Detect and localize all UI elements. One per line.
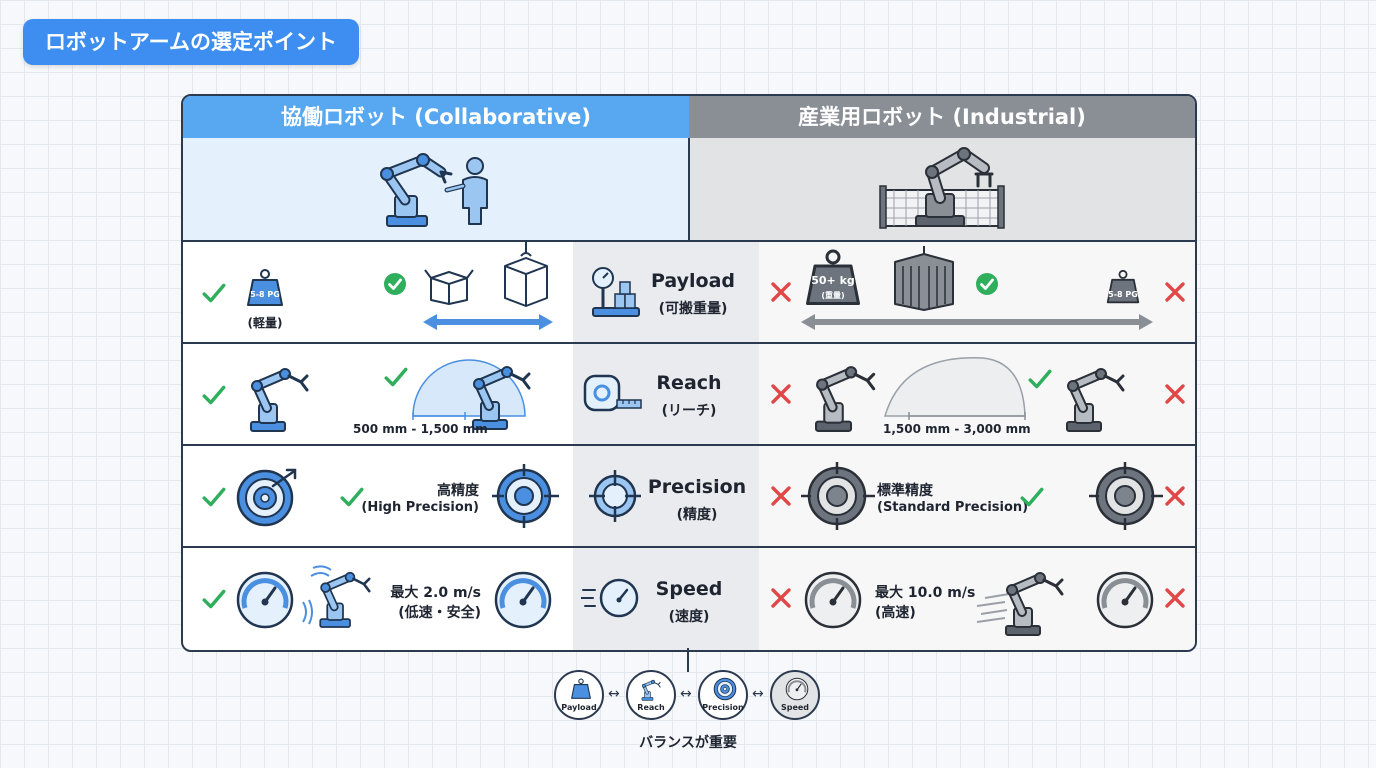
check-icon (201, 382, 227, 408)
cross-icon (769, 586, 793, 610)
target-icon (801, 462, 875, 530)
row-label-reach: Reach (656, 372, 722, 394)
target-icon (1089, 462, 1163, 530)
speedometer-icon (581, 578, 639, 618)
cross-icon (769, 280, 793, 304)
check-circle-icon (383, 272, 407, 296)
reach-arc (884, 357, 1026, 420)
column-header-industrial: 産業用ロボット (Industrial) (689, 96, 1195, 138)
footer-precision-circle: Precision (698, 670, 748, 720)
column-header-collaborative: 協働ロボット (Collaborative) (183, 96, 689, 138)
crosshair-icon (713, 677, 737, 701)
left-weight-caption: (軽量) (247, 316, 283, 330)
reach-range-left: 500 mm - 1,500 mm (353, 422, 488, 436)
cross-icon (769, 382, 793, 406)
cross-icon (1163, 280, 1187, 304)
robot-arm-icon (1059, 364, 1143, 434)
footer-label-speed: Speed (780, 703, 810, 712)
speed-right-text-sub: (高速) (875, 605, 916, 621)
row-label-payload: Payload (650, 270, 736, 292)
robot-arm-icon (915, 147, 994, 227)
right-small-weight-label: 5-8 PG (1108, 290, 1138, 299)
connector-line (687, 648, 689, 672)
tape-measure-icon (583, 374, 642, 412)
footer-arrow: ↔ (608, 686, 620, 702)
robot-arm-icon (380, 153, 453, 227)
robot-arm-icon (302, 565, 385, 636)
speedometer-icon (235, 570, 295, 630)
check-circle-icon (975, 272, 999, 296)
footer-payload-circle: Payload (554, 670, 604, 720)
cross-icon (1163, 382, 1187, 406)
payload-range-arrow (801, 314, 1153, 330)
footer-label-payload: Payload (561, 703, 597, 712)
precision-left-text: 高精度 (437, 483, 479, 499)
row-sublabel-reach: (リーチ) (661, 403, 717, 419)
reach-range-right: 1,500 mm - 3,000 mm (883, 422, 1031, 436)
row-precision: 高精度 (High Precision) Precision (精度) 標準精度… (183, 444, 1195, 548)
footer-arrow: ↔ (680, 686, 692, 702)
footer-label-precision: Precision (702, 703, 744, 712)
page-title: ロボットアームの選定ポイント (23, 19, 359, 65)
right-weight-label: 50+ kg (811, 274, 855, 287)
check-icon (201, 280, 227, 306)
speed-right-text: 最大 10.0 m/s (875, 585, 976, 601)
footer-label-reach: Reach (637, 703, 665, 712)
speedometer-icon (493, 570, 553, 630)
robot-arm-icon (640, 678, 666, 702)
footer-reach-circle: Reach (626, 670, 676, 720)
cross-icon (769, 484, 793, 508)
row-payload: 5-8 PG (軽量) Payload (可搬重量) 5 (183, 240, 1195, 344)
right-weight-sub: (重量) (821, 291, 845, 300)
scale-icon (592, 267, 640, 317)
dart-icon (271, 468, 297, 488)
footer-caption: バランスが重要 (639, 735, 737, 751)
crosshair-icon (492, 464, 559, 528)
container-icon (894, 246, 954, 311)
footer-speed-circle: Speed (770, 670, 820, 720)
check-icon (201, 586, 227, 612)
weight-icon (570, 678, 592, 700)
industrial-hero (690, 138, 1195, 240)
check-icon (201, 484, 227, 510)
precision-left-text-en: (High Precision) (361, 500, 479, 515)
row-sublabel-precision: (精度) (676, 507, 718, 523)
precision-right-text: 標準精度 (877, 483, 933, 499)
row-reach: 500 mm - 1,500 mm Reach (リーチ) 1,500 mm -… (183, 342, 1195, 446)
crosshair-icon (589, 470, 641, 522)
cross-icon (1163, 484, 1187, 508)
person-icon (444, 157, 488, 225)
box-icon (504, 242, 548, 307)
speed-left-text-sub: (低速・安全) (398, 605, 481, 621)
weight-icon (245, 268, 285, 308)
robot-arm-icon (976, 562, 1085, 640)
weight-icon (1105, 268, 1141, 306)
check-icon (383, 364, 409, 390)
speedometer-icon (1095, 570, 1155, 630)
speedometer-icon (803, 570, 863, 630)
cross-icon (1163, 586, 1187, 610)
check-icon (1027, 366, 1053, 392)
comparison-board: 協働ロボット (Collaborative) 産業用ロボット (Industri… (181, 94, 1197, 652)
check-icon (1019, 484, 1045, 510)
collaborative-hero (183, 138, 690, 240)
box-icon (424, 269, 474, 305)
left-weight-label: 5-8 PG (250, 290, 280, 299)
row-label-speed: Speed (655, 578, 723, 600)
row-label-precision: Precision (647, 476, 747, 498)
row-sublabel-speed: (速度) (668, 609, 710, 625)
row-speed: 最大 2.0 m/s (低速・安全) Speed (速度) 最大 10.0 m/… (183, 546, 1195, 650)
precision-right-text-en: (Standard Precision) (877, 500, 1029, 515)
speedometer-icon (785, 677, 809, 701)
speed-left-text: 最大 2.0 m/s (390, 585, 481, 601)
payload-range-arrow (423, 314, 553, 330)
row-sublabel-payload: (可搬重量) (658, 301, 728, 317)
footer-arrow: ↔ (752, 686, 764, 702)
robot-arm-icon (243, 364, 327, 434)
